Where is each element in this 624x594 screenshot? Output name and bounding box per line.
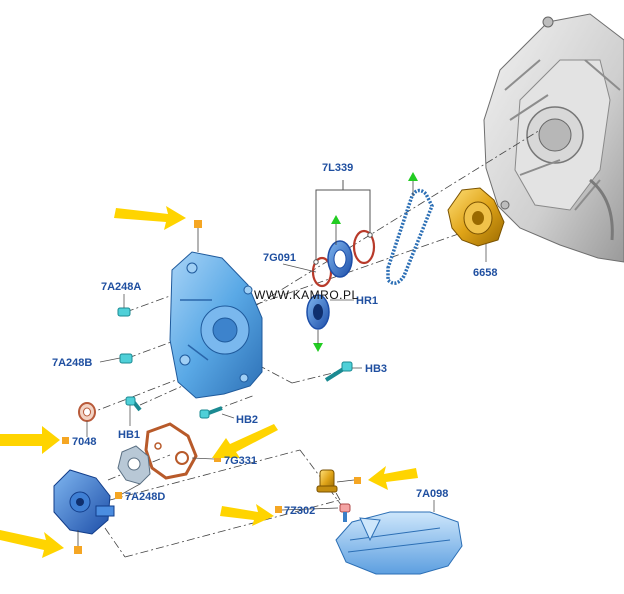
label-7g331: 7G331: [224, 455, 257, 467]
label-7l339: 7L339: [322, 162, 353, 174]
pickup-fitting: [316, 469, 338, 493]
watermark-text: WWW.KAMRO.PL: [254, 288, 359, 302]
arrow-highlight-7048: [0, 426, 60, 454]
bolt-hb2: [199, 406, 223, 419]
valve-7z302: [339, 503, 351, 522]
o-ring-right: [352, 229, 376, 265]
pump-cover-housing: [169, 251, 263, 399]
drive-chain: [386, 188, 434, 285]
arrow-highlight-7z302: [220, 504, 274, 526]
label-7a098: 7A098: [416, 488, 448, 500]
label-hr1: HR1: [356, 295, 378, 307]
transmission-case: [483, 13, 624, 263]
gold-sprocket: [447, 187, 505, 247]
oil-pump: [53, 469, 115, 535]
dowel-7a248a: [117, 307, 131, 317]
bolts: [117, 307, 353, 419]
filter-screen-parts: [316, 469, 463, 575]
label-7a248b: 7A248B: [52, 357, 92, 369]
label-hb3: HB3: [365, 363, 387, 375]
plate-7a248d: [117, 445, 151, 485]
arrow-highlight-fitting: [368, 466, 418, 490]
square-marker-7z302: [275, 506, 282, 513]
square-marker-cover: [194, 220, 202, 228]
triangle-marker-chain: [408, 172, 418, 181]
triangle-marker-hr1: [313, 343, 323, 352]
dowel-7a248b: [119, 353, 133, 364]
triangle-marker-seal: [331, 215, 341, 224]
bolt-hb3: [324, 361, 353, 382]
label-hb1: HB1: [118, 429, 140, 441]
label-7a248a: 7A248A: [101, 281, 141, 293]
seal-set: [306, 229, 376, 330]
arrow-highlight-cover: [114, 206, 186, 230]
triangle-markers: [313, 172, 418, 352]
arrow-highlight-pump: [0, 530, 64, 558]
part-labels: 7L339 7G091 HR1 6658 7A248A 7A248B HB3 7…: [52, 162, 497, 517]
gasket-7g331: [144, 422, 198, 480]
transmission-filter-7a098: [335, 511, 463, 575]
highlight-arrows: [0, 206, 418, 558]
label-7048: 7048: [72, 436, 96, 448]
bolt-hb1: [125, 396, 142, 412]
square-marker-7048: [62, 437, 69, 444]
washer-7048: [78, 402, 96, 422]
square-marker-pump: [74, 546, 82, 554]
label-7z302: 7Z302: [284, 505, 315, 517]
label-hb2: HB2: [236, 414, 258, 426]
label-6658: 6658: [473, 267, 497, 279]
square-marker-7g331: [214, 455, 221, 462]
square-markers: [62, 220, 361, 554]
label-7g091: 7G091: [263, 252, 296, 264]
arrow-highlight-7g331: [212, 424, 278, 458]
label-bracket-7l339: [313, 180, 373, 265]
square-marker-fitting: [354, 477, 361, 484]
label-7a248d: 7A248D: [125, 491, 165, 503]
square-marker-7a248d: [115, 492, 122, 499]
